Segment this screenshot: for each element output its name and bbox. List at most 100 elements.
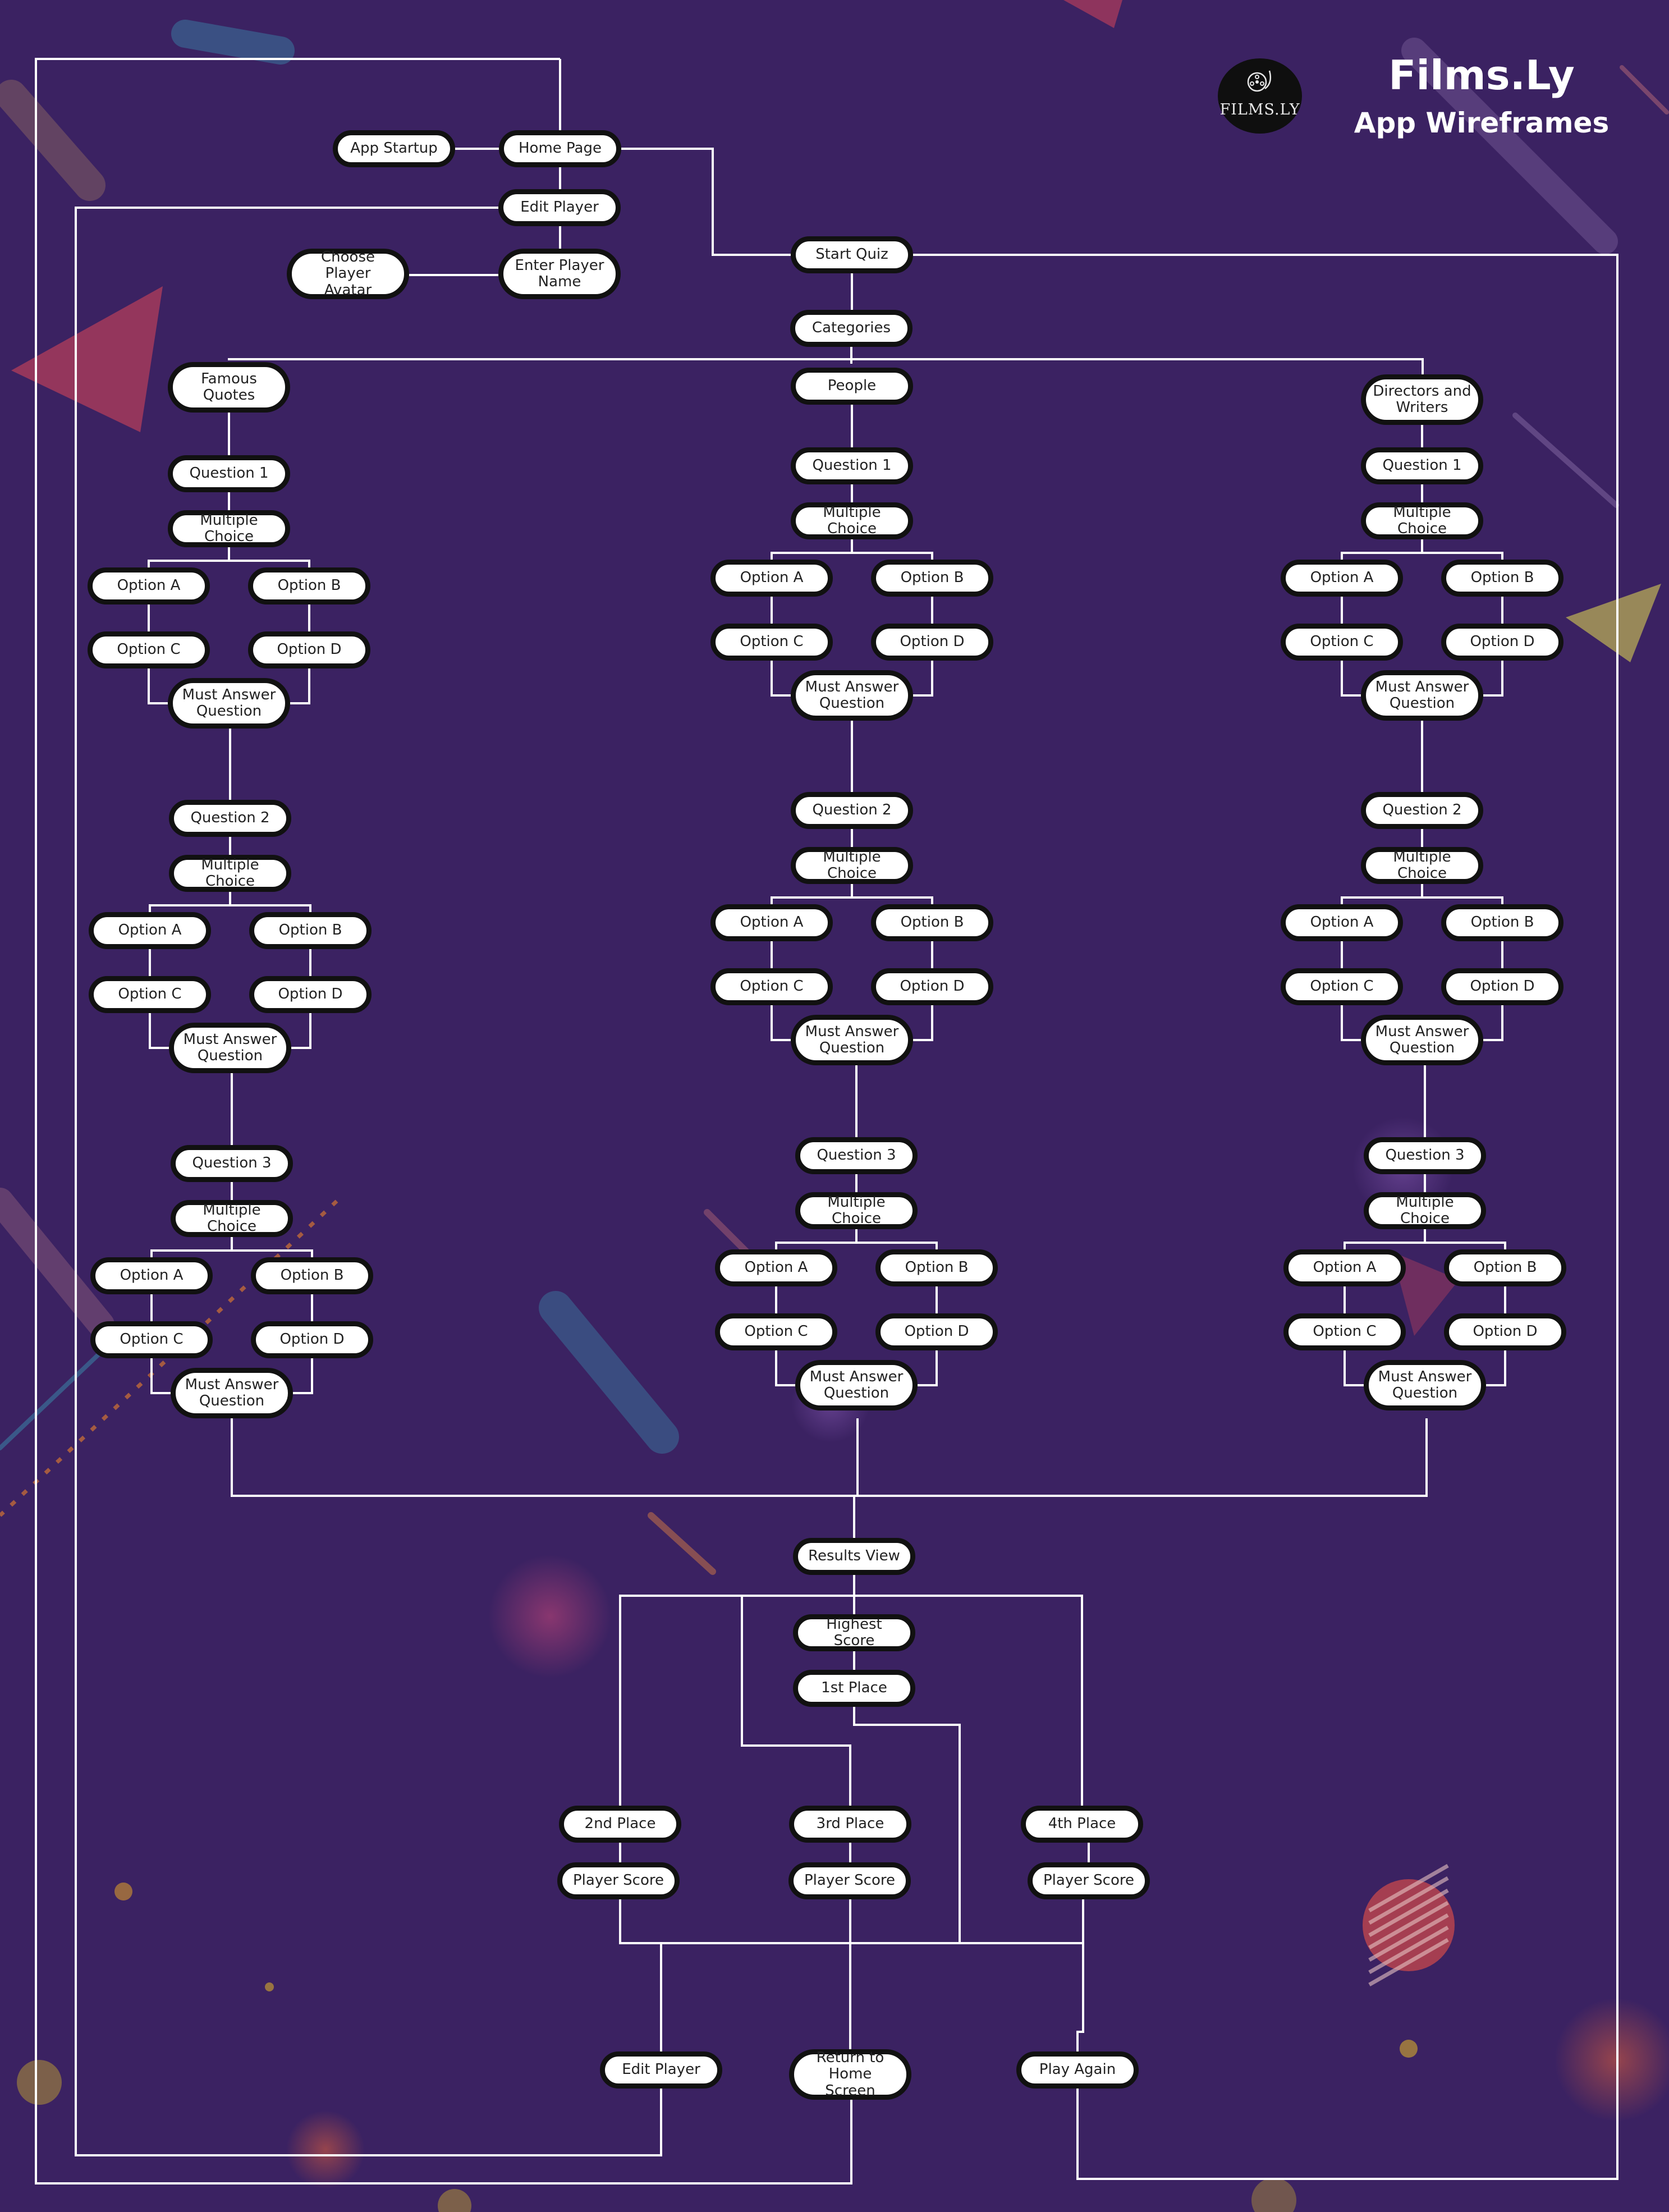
node-multiple-choice[interactable]: Multiple Choice [168,510,290,547]
node-must-answer[interactable]: Must Answer Question [1361,1015,1483,1065]
node-return-home[interactable]: Return to Home Screen [789,2049,911,2100]
node-category-2[interactable]: Directors and Writers [1361,374,1483,425]
node-option-c[interactable]: Option C [1281,624,1403,661]
node-start-quiz[interactable]: Start Quiz [791,236,913,273]
node-categories[interactable]: Categories [790,310,913,347]
node-must-answer[interactable]: Must Answer Question [1361,670,1483,721]
node-question-1[interactable]: Question 1 [168,455,290,492]
node-multiple-choice[interactable]: Multiple Choice [1361,847,1483,884]
decorative-triangle [1566,584,1661,662]
node-option-a[interactable]: Option A [710,560,833,597]
node-option-d[interactable]: Option D [871,968,993,1005]
connector-options-must [918,1350,938,1386]
node-edit-player-top[interactable]: Edit Player [498,189,621,226]
node-play-again[interactable]: Play Again [1016,2051,1139,2089]
node-option-d[interactable]: Option D [251,1321,373,1358]
node-highest-score[interactable]: Highest Score [793,1614,915,1651]
connector-options-must [293,1358,313,1394]
node-choose-avatar[interactable]: Choose Player Avatar [287,249,409,299]
node-must-answer[interactable]: Must Answer Question [791,670,913,721]
node-player-score-2[interactable]: Player Score [557,1862,680,1899]
node-option-d[interactable]: Option D [871,624,993,661]
decorative-bar [1620,65,1669,115]
node-option-b[interactable]: Option B [251,1257,373,1294]
decorative-stripe [1368,1900,1449,1950]
node-option-c[interactable]: Option C [710,624,833,661]
node-question-2[interactable]: Question 2 [1361,792,1483,829]
node-player-score-3[interactable]: Player Score [788,1862,911,1899]
node-question-3[interactable]: Question 3 [795,1137,918,1174]
node-category-0[interactable]: Famous Quotes [168,362,290,413]
connector-choice-options [148,547,230,567]
node-option-c[interactable]: Option C [1283,1313,1406,1350]
node-option-d[interactable]: Option D [1441,624,1563,661]
node-multiple-choice[interactable]: Multiple Choice [169,855,291,892]
node-first-place[interactable]: 1st Place [793,1670,915,1707]
node-player-score-4[interactable]: Player Score [1028,1862,1150,1899]
node-option-d[interactable]: Option D [1441,968,1563,1005]
node-option-b[interactable]: Option B [248,567,370,604]
node-option-a[interactable]: Option A [1281,904,1403,941]
node-option-a[interactable]: Option A [89,912,211,949]
node-option-c[interactable]: Option C [90,1321,213,1358]
node-must-answer[interactable]: Must Answer Question [171,1368,293,1418]
node-multiple-choice[interactable]: Multiple Choice [171,1200,293,1237]
node-category-1[interactable]: People [791,368,913,405]
node-third-place[interactable]: 3rd Place [789,1806,911,1843]
node-option-d[interactable]: Option D [248,631,370,668]
node-results-view[interactable]: Results View [793,1538,915,1575]
node-option-d[interactable]: Option D [875,1313,998,1350]
node-option-c[interactable]: Option C [88,631,210,668]
node-fourth-place[interactable]: 4th Place [1021,1806,1143,1843]
node-option-a[interactable]: Option A [1281,560,1403,597]
decorative-dot [438,2189,471,2212]
node-option-b[interactable]: Option B [1441,904,1563,941]
node-option-a[interactable]: Option A [715,1249,837,1286]
node-option-c[interactable]: Option C [715,1313,837,1350]
node-option-b[interactable]: Option B [871,904,993,941]
node-edit-player-bottom[interactable]: Edit Player [600,2051,722,2089]
node-option-a[interactable]: Option A [710,904,833,941]
node-option-b[interactable]: Option B [1444,1249,1566,1286]
connector-choice-options [149,892,231,912]
decorative-bar [0,80,106,201]
node-multiple-choice[interactable]: Multiple Choice [1361,502,1483,539]
decorative-glow [286,2110,365,2189]
node-multiple-choice[interactable]: Multiple Choice [795,1192,918,1229]
node-must-answer[interactable]: Must Answer Question [169,1023,291,1073]
node-option-c[interactable]: Option C [89,976,211,1013]
node-multiple-choice[interactable]: Multiple Choice [791,847,913,884]
node-second-place[interactable]: 2nd Place [559,1806,681,1843]
node-must-answer[interactable]: Must Answer Question [795,1360,918,1410]
node-question-3[interactable]: Question 3 [1364,1137,1486,1174]
connector-options-must [913,661,933,697]
node-multiple-choice[interactable]: Multiple Choice [791,502,913,539]
decorative-dot [17,2060,62,2105]
node-must-answer[interactable]: Must Answer Question [791,1015,913,1065]
node-option-b[interactable]: Option B [875,1249,998,1286]
node-multiple-choice[interactable]: Multiple Choice [1364,1192,1486,1229]
node-option-a[interactable]: Option A [1283,1249,1406,1286]
node-option-b[interactable]: Option B [249,912,372,949]
node-question-1[interactable]: Question 1 [791,447,913,484]
node-enter-name[interactable]: Enter Player Name [498,249,621,299]
node-option-d[interactable]: Option D [1444,1313,1566,1350]
node-option-b[interactable]: Option B [1441,560,1563,597]
node-option-c[interactable]: Option C [710,968,833,1005]
node-must-answer[interactable]: Must Answer Question [1364,1360,1486,1410]
node-app-startup[interactable]: App Startup [333,130,455,167]
node-question-2[interactable]: Question 2 [169,800,291,837]
connector-options-must [1483,1005,1503,1041]
node-option-a[interactable]: Option A [88,567,210,604]
node-question-2[interactable]: Question 2 [791,792,913,829]
node-question-3[interactable]: Question 3 [171,1145,293,1182]
node-must-answer[interactable]: Must Answer Question [168,678,290,729]
connector-choice-options [852,896,933,904]
node-home-page[interactable]: Home Page [499,130,621,167]
node-option-b[interactable]: Option B [871,560,993,597]
node-option-d[interactable]: Option D [249,976,372,1013]
node-question-1[interactable]: Question 1 [1361,447,1483,484]
decorative-bar [539,1291,679,1454]
node-option-a[interactable]: Option A [90,1257,213,1294]
node-option-c[interactable]: Option C [1281,968,1403,1005]
